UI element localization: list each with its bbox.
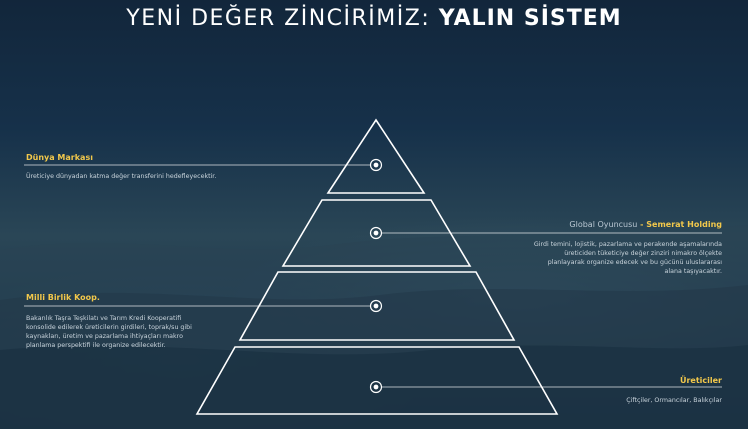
pyramid-tier-1 (326, 118, 426, 194)
level-description-dunya-markasi: Üreticiye dünyadan katma değer transferi… (26, 173, 217, 180)
level-label-milli-birlik: Milli Birlik Koop. (26, 293, 100, 302)
node-marker-1 (369, 158, 383, 172)
level-label-semerat: - Semerat Holding (640, 220, 722, 229)
pyramid-tier-3 (238, 271, 516, 341)
level-label-ureticiler: Üreticiler (679, 376, 722, 385)
level-description-ureticiler: Çiftçiler, Ormancılar, Balıkçılar (626, 397, 722, 404)
title-regular: YENİ DEĞER ZİNCİRİMİZ: (126, 6, 431, 31)
level-label-dunya-markasi: Dünya Markası (26, 153, 93, 162)
level-description-milli-birlik: Bakanlık Taşra Teşkilatı ve Tarım Kredi … (26, 315, 192, 349)
pyramid-tier-4 (195, 346, 559, 415)
level-label-global-oyuncusu: Global Oyuncusu - Semerat Holding (569, 220, 722, 229)
node-marker-2 (369, 226, 383, 240)
node-marker-4 (369, 380, 383, 394)
level-label-prefix: Global Oyuncusu (569, 220, 638, 229)
node-marker-3 (369, 299, 383, 313)
title-bold: YALIN SİSTEM (438, 6, 622, 31)
level-description-global-oyuncusu: Girdi temini, lojistik, pazarlama ve per… (533, 241, 722, 275)
pyramid-tier-2 (281, 199, 472, 267)
page-title: YENİ DEĞER ZİNCİRİMİZ: YALIN SİSTEM (0, 6, 748, 31)
